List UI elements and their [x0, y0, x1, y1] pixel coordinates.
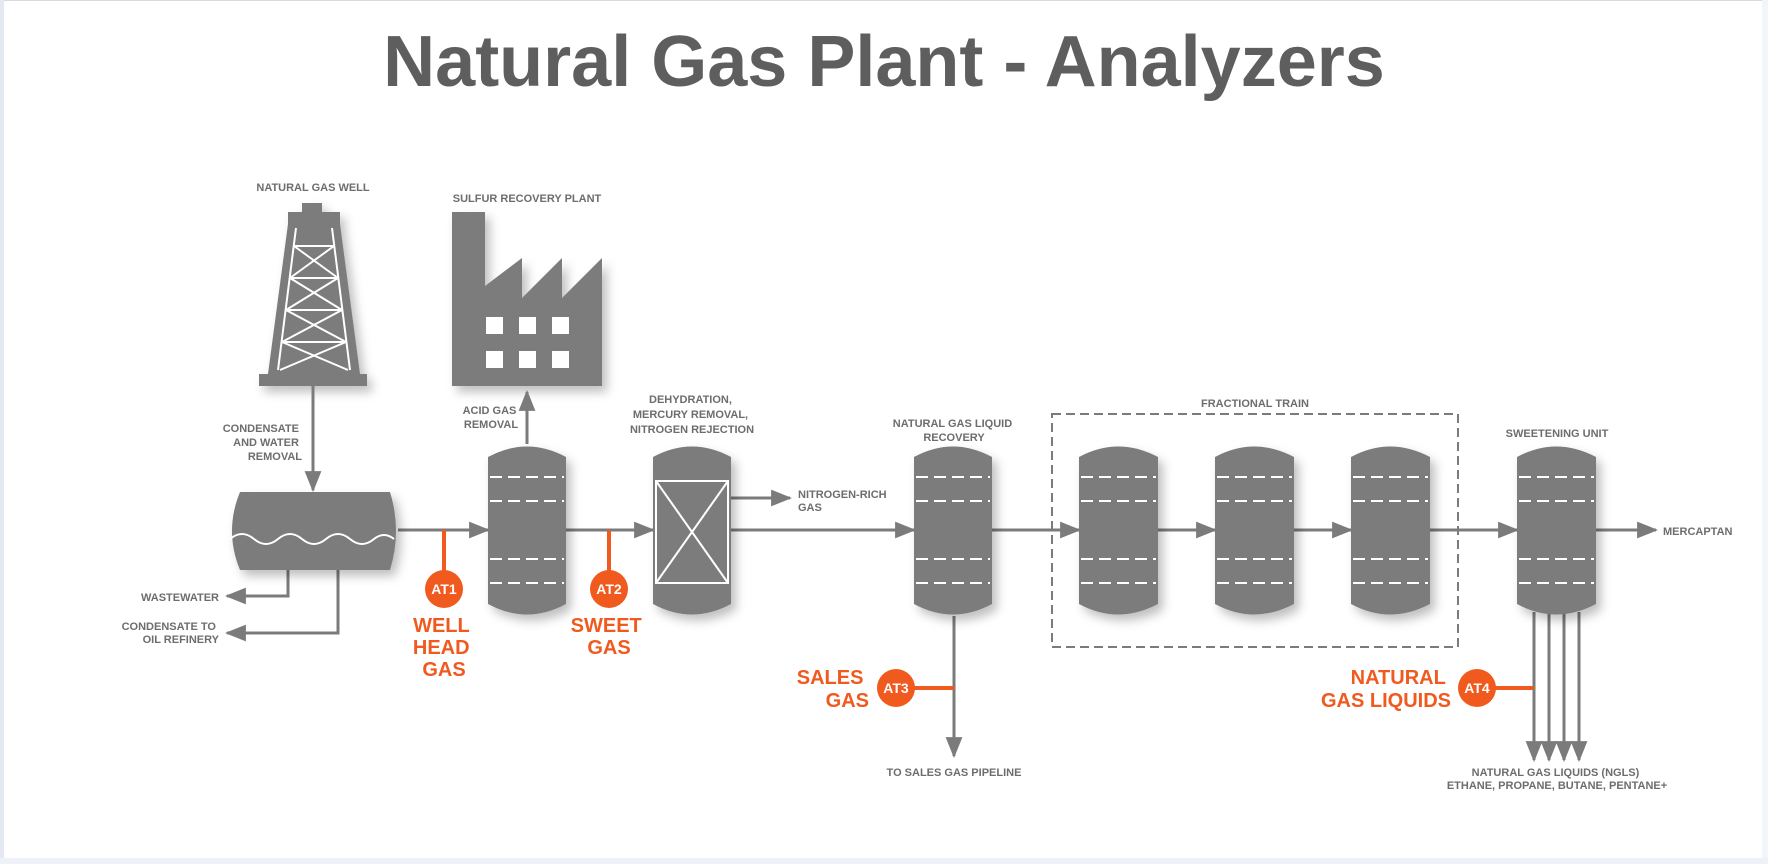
sweetening-unit-column	[1517, 446, 1596, 615]
sulfur-recovery-plant-icon	[452, 212, 602, 386]
natural-gas-well-icon	[259, 203, 367, 386]
label-to-sales-gas-pipeline: TO SALES GAS PIPELINE	[887, 767, 1022, 779]
dehydration-column	[653, 446, 731, 615]
analyzer-at3[interactable]: AT3 SALES GAS	[797, 667, 954, 712]
analyzer-at4-badge[interactable]	[1458, 669, 1496, 707]
label-dehydration: DEHYDRATION, MERCURY REMOVAL, NITROGEN R…	[630, 394, 754, 436]
fractional-train-boundary	[1051, 413, 1459, 648]
analyzer-at4[interactable]: AT4 NATURAL GAS LIQUIDS	[1321, 667, 1534, 712]
analyzer-at1-badge[interactable]	[425, 570, 463, 608]
label-ngls: NATURAL GAS LIQUIDS (NGLS) ETHANE, PROPA…	[1447, 767, 1667, 792]
analyzer-at1-tag: AT1	[431, 581, 457, 597]
label-sweetening-unit: SWEETENING UNIT	[1506, 428, 1609, 440]
label-ngl-recovery: NATURAL GAS LIQUID RECOVERY	[893, 418, 1015, 444]
frame-border-left	[0, 0, 4, 864]
label-acid-gas-removal: ACID GAS REMOVAL	[463, 405, 520, 431]
label-wastewater: WASTEWATER	[141, 592, 219, 604]
label-natural-gas-well: NATURAL GAS WELL	[256, 182, 370, 194]
analyzer-at2-tag: AT2	[596, 581, 622, 597]
analyzer-at2[interactable]: AT2 SWEET GAS	[571, 530, 648, 659]
label-fractional-train: FRACTIONAL TRAIN	[1201, 398, 1309, 410]
fractional-column-3	[1351, 446, 1430, 615]
label-sulfur-recovery-plant: SULFUR RECOVERY PLANT	[453, 193, 602, 205]
fractional-column-2	[1215, 446, 1294, 615]
analyzer-at1[interactable]: AT1 WELL HEAD GAS	[413, 530, 475, 681]
label-condensate-to-refinery: CONDENSATE TO OIL REFINERY	[122, 621, 220, 646]
label-mercaptan: MERCAPTAN	[1663, 526, 1733, 538]
flow-condensate-to-refinery	[224, 568, 340, 642]
analyzer-at2-caption: SWEET GAS	[571, 615, 648, 659]
diagram-title: Natural Gas Plant - Analyzers	[383, 22, 1385, 102]
analyzer-at4-caption: NATURAL GAS LIQUIDS	[1321, 667, 1451, 712]
analyzer-at1-caption: WELL HEAD GAS	[413, 615, 475, 681]
flow-wastewater	[224, 568, 290, 605]
label-nitrogen-rich-gas: NITROGEN-RICH GAS	[798, 489, 890, 514]
acid-gas-removal-column	[488, 446, 566, 615]
analyzer-at3-tag: AT3	[883, 680, 909, 696]
fractional-column-1	[1079, 446, 1158, 615]
analyzer-at2-badge[interactable]	[590, 570, 628, 608]
ngl-recovery-column	[914, 446, 992, 615]
analyzer-at3-badge[interactable]	[877, 669, 915, 707]
frame-border-right	[1762, 0, 1768, 864]
analyzer-at4-tag: AT4	[1464, 680, 1490, 696]
separator-vessel	[229, 492, 396, 570]
analyzer-at3-caption: SALES GAS	[797, 667, 869, 712]
frame-border-bottom	[0, 858, 1768, 864]
label-condensate-water-removal: CONDENSATE AND WATER REMOVAL	[223, 423, 303, 463]
frame-border-top	[0, 0, 1768, 1]
